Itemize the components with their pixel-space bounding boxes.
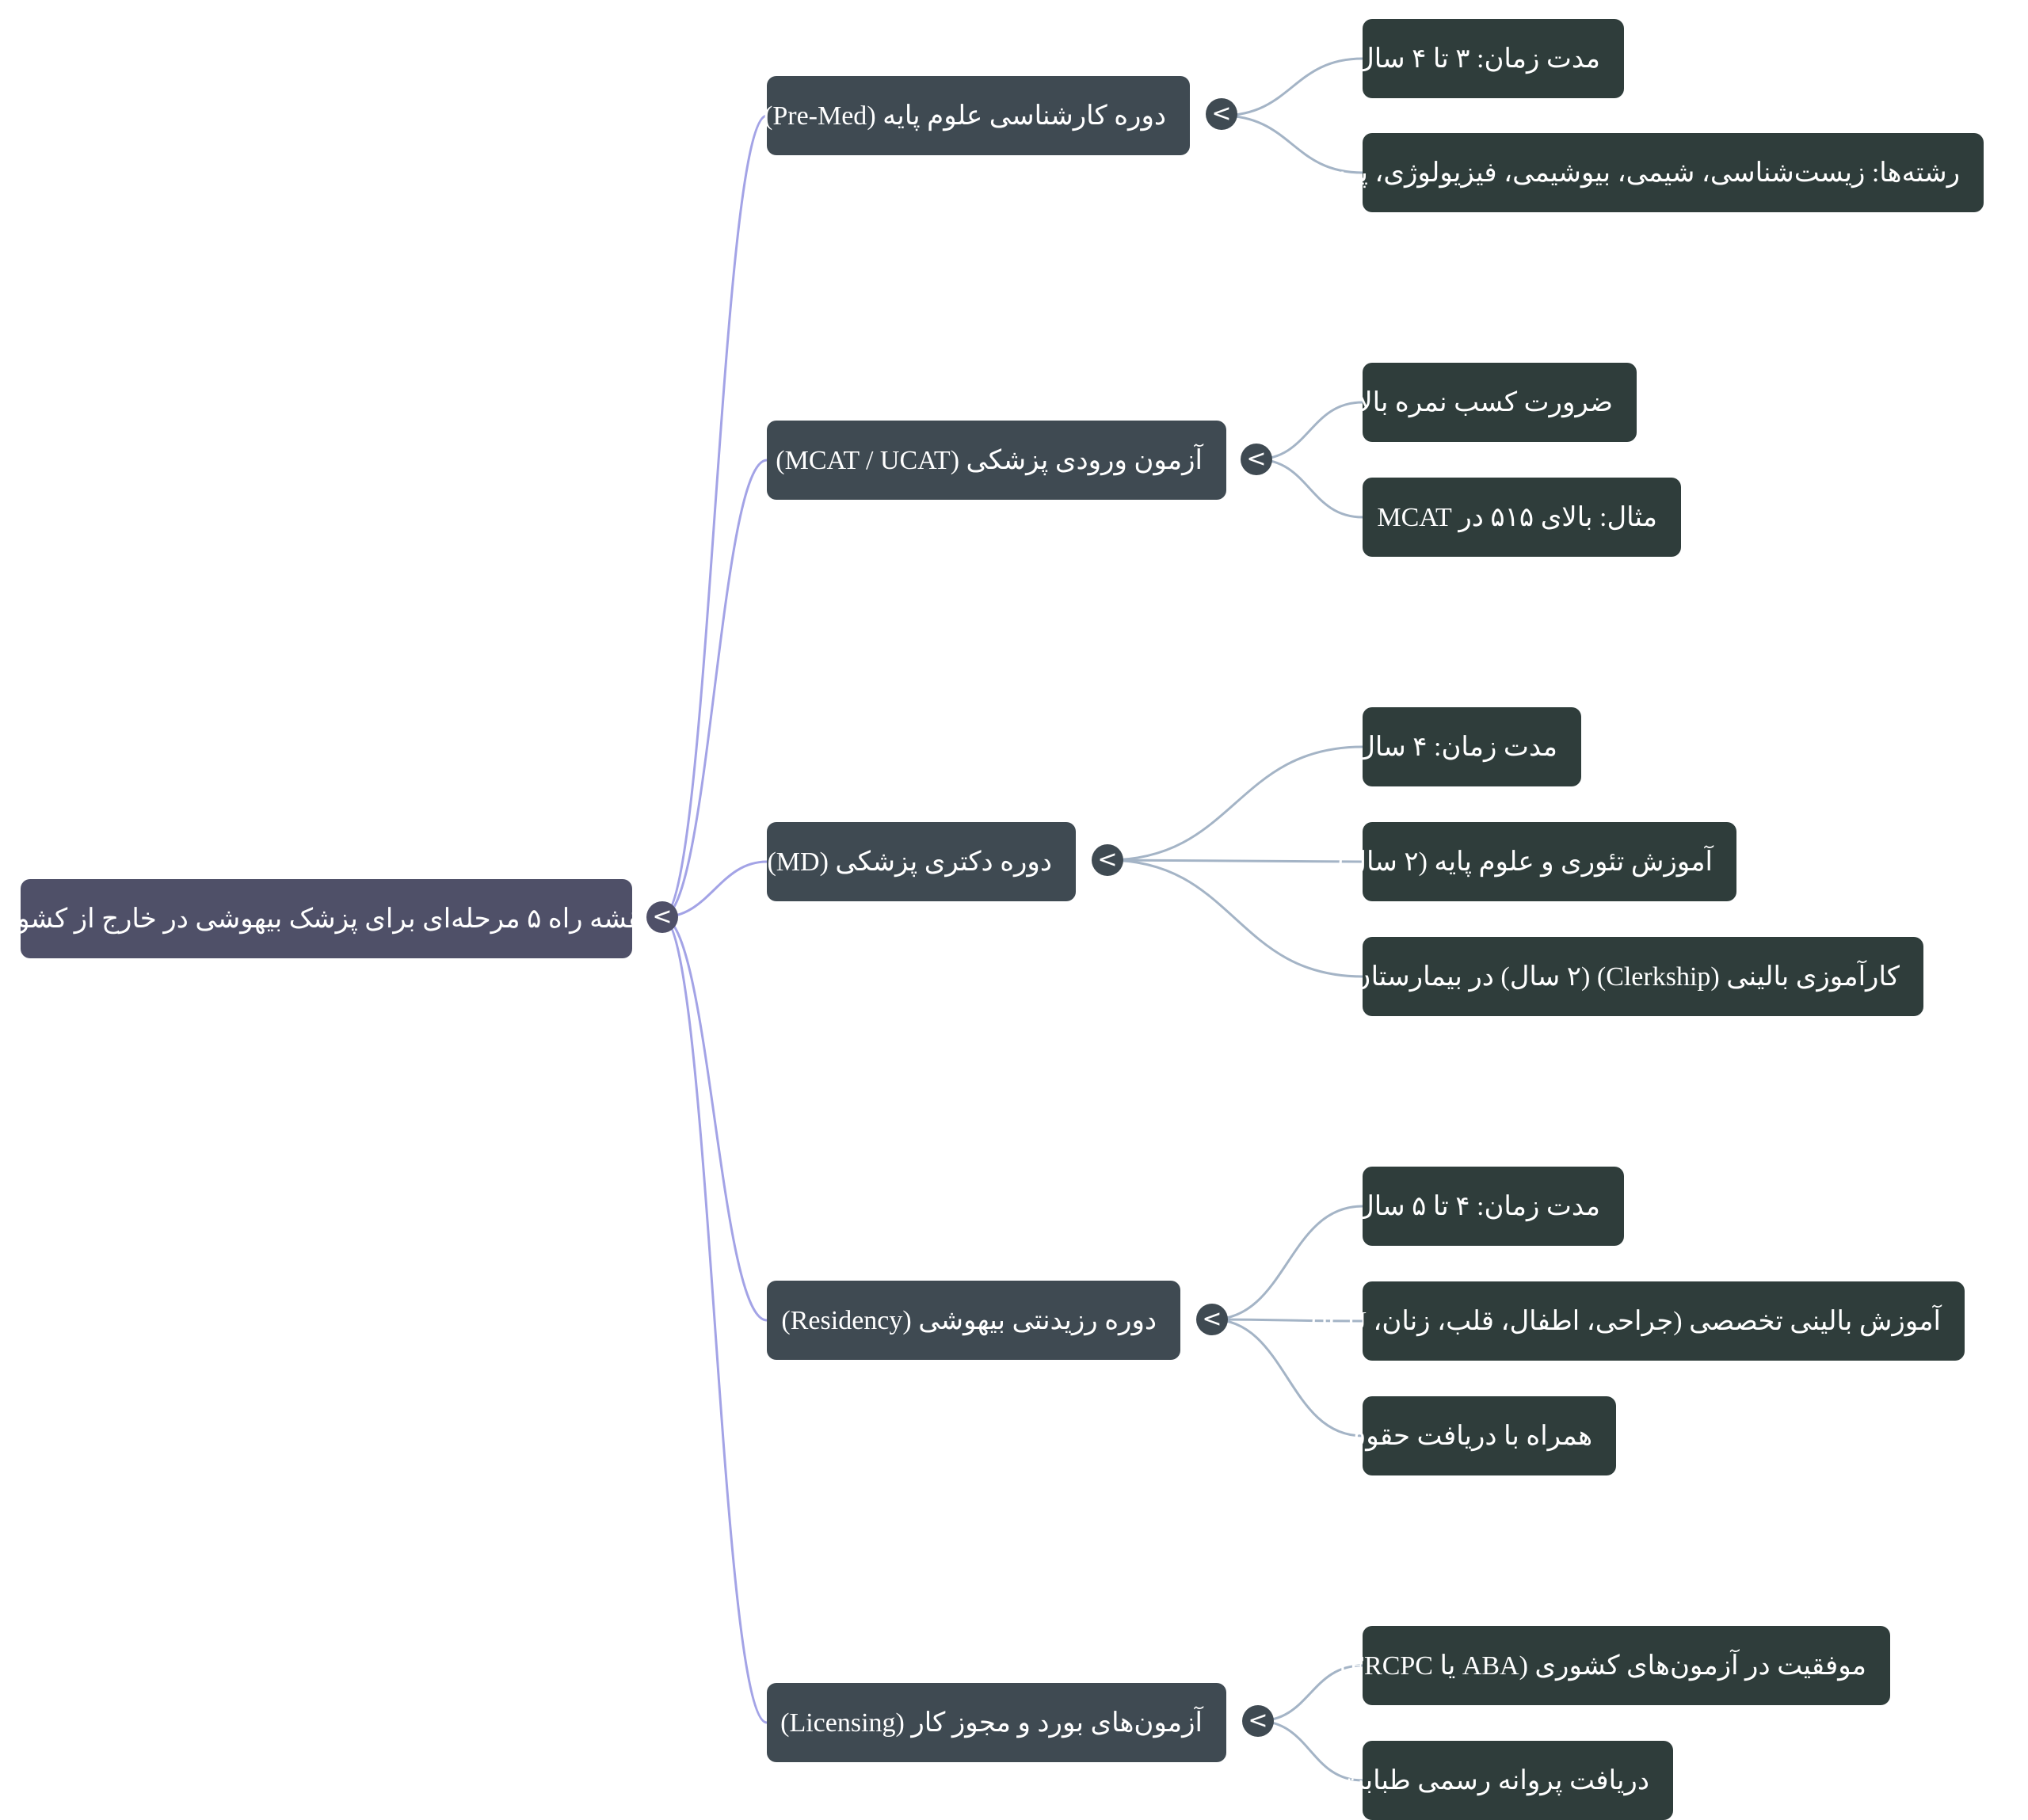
root-link-0 bbox=[661, 114, 768, 919]
leaf-md-duration[interactable]: مدت زمان: ۴ سال bbox=[1355, 707, 1581, 786]
leaf-link-3-1 bbox=[1211, 1318, 1363, 1323]
branch-node-premed[interactable]: دوره کارشناسی علوم پایه (Pre-Med) bbox=[764, 76, 1190, 155]
leaf-link-0-1 bbox=[1221, 114, 1363, 174]
leaf-residency-clinical[interactable]: آموزش بالینی تخصصی (جراحی، اطفال، قلب، ز… bbox=[1311, 1281, 1965, 1361]
leaf-md-clerkship[interactable]: کارآموزی بالینی (Clerkship) (۲ سال) در ب… bbox=[1351, 937, 1923, 1016]
branch-residency-collapse-toggle[interactable]: < bbox=[1196, 1304, 1228, 1335]
branch-node-entrance-exam[interactable]: آزمون ورودی پزشکی (MCAT / UCAT) bbox=[767, 421, 1226, 500]
leaf-residency-salary[interactable]: همراه با دریافت حقوق bbox=[1345, 1396, 1616, 1475]
leaf-link-3-0 bbox=[1211, 1205, 1363, 1321]
root-link-3 bbox=[661, 916, 768, 1322]
leaf-premed-duration[interactable]: مدت زمان: ۳ تا ۴ سال bbox=[1355, 19, 1624, 98]
leaf-link-1-0 bbox=[1256, 401, 1363, 461]
leaf-md-theory[interactable]: آموزش تئوری و علوم پایه (۲ سال) bbox=[1338, 822, 1736, 901]
root-link-1 bbox=[661, 459, 768, 919]
leaf-link-1-1 bbox=[1256, 458, 1363, 519]
leaf-link-2-0 bbox=[1107, 745, 1363, 862]
branch-node-licensing[interactable]: آزمون‌های بورد و مجوز کار (Licensing) bbox=[767, 1683, 1226, 1762]
leaf-licensing-board-exams[interactable]: موفقیت در آزمون‌های کشوری (ABA یا FRCPC) bbox=[1340, 1626, 1890, 1705]
branch-md-collapse-toggle[interactable]: < bbox=[1092, 844, 1123, 876]
leaf-link-2-2 bbox=[1107, 859, 1363, 978]
leaf-exam-high-score[interactable]: ضرورت کسب نمره بالا bbox=[1357, 363, 1637, 442]
branch-entrance-exam-collapse-toggle[interactable]: < bbox=[1241, 444, 1272, 475]
leaf-exam-example[interactable]: مثال: بالای ۵۱۵ در MCAT bbox=[1363, 478, 1681, 557]
leaf-link-2-1 bbox=[1107, 859, 1363, 863]
branch-licensing-collapse-toggle[interactable]: < bbox=[1242, 1705, 1274, 1737]
leaf-licensing-license[interactable]: دریافت پروانه رسمی طبابت bbox=[1339, 1741, 1673, 1820]
root-link-4 bbox=[661, 916, 768, 1724]
leaf-premed-majors[interactable]: رشته‌ها: زیست‌شناسی، شیمی، بیوشیمی، فیزی… bbox=[1273, 133, 1984, 212]
branch-premed-collapse-toggle[interactable]: < bbox=[1206, 98, 1237, 130]
root-node[interactable]: نقشه راه ۵ مرحله‌ای برای پزشک بیهوشی در … bbox=[4, 879, 649, 958]
leaf-link-4-0 bbox=[1257, 1664, 1363, 1723]
branch-node-md[interactable]: دوره دکتری پزشکی (MD) bbox=[767, 822, 1076, 901]
leaf-residency-duration[interactable]: مدت زمان: ۴ تا ۵ سال bbox=[1355, 1167, 1624, 1246]
leaf-link-0-0 bbox=[1221, 57, 1363, 117]
leaf-link-4-1 bbox=[1257, 1719, 1363, 1782]
root-collapse-toggle[interactable]: < bbox=[646, 901, 678, 933]
leaf-link-3-2 bbox=[1211, 1318, 1363, 1437]
branch-node-residency[interactable]: دوره رزیدنتی بیهوشی (Residency) bbox=[767, 1281, 1180, 1360]
